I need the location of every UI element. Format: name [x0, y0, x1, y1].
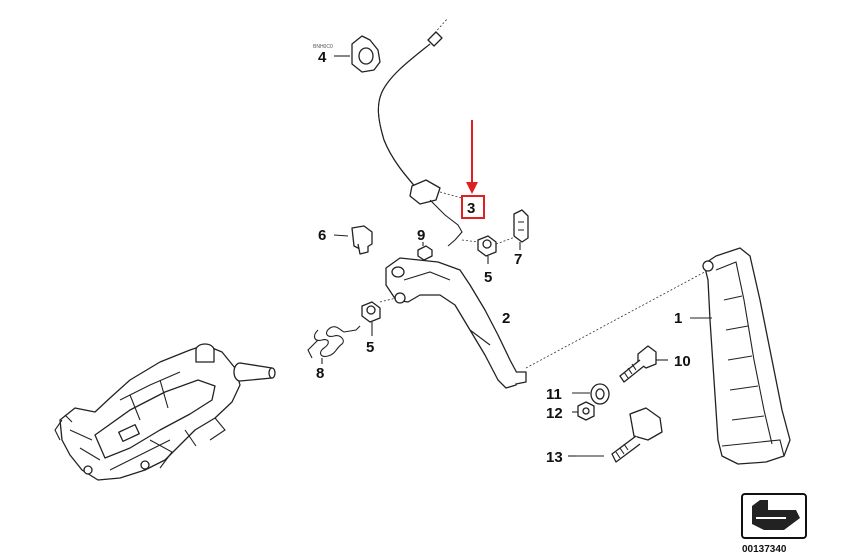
label-3: 3 — [467, 200, 475, 217]
part-11-washer — [572, 383, 610, 405]
label-8: 8 — [316, 365, 324, 382]
label-5-upper: 5 — [484, 269, 492, 286]
label-10: 10 — [674, 353, 691, 370]
label-11: 11 — [546, 386, 562, 403]
label-5-lower: 5 — [366, 339, 374, 356]
highlight-box — [461, 195, 485, 219]
part-10-bolt — [619, 345, 668, 383]
part-5-bushing-upper — [461, 235, 519, 264]
label-4: 4 — [318, 49, 327, 66]
reference-icon — [752, 500, 800, 530]
label-12: 12 — [546, 405, 563, 422]
label-13: 13 — [546, 449, 563, 466]
label-1: 1 — [674, 310, 682, 327]
pedal-bracket-assembly — [54, 343, 276, 481]
part-7-bracket-clip — [513, 209, 529, 250]
part-6-stop-buffer — [333, 225, 373, 255]
highlight-part-3: 3 — [461, 120, 485, 219]
part-1-accelerator-pedal — [525, 247, 791, 465]
part-3-accelerator-cable — [377, 17, 463, 247]
part-9-bushing — [417, 242, 433, 261]
label-6: 6 — [318, 227, 326, 244]
part-labels: 4 6 9 5 7 2 5 8 1 10 11 12 13 — [316, 49, 691, 466]
reference-badge: 00137340 — [741, 493, 807, 555]
reference-number: 00137340 — [742, 544, 787, 555]
label-7: 7 — [514, 251, 522, 268]
label-9: 9 — [417, 227, 425, 244]
part-8-return-spring — [307, 325, 361, 364]
label-2: 2 — [502, 310, 510, 327]
part-12-nut — [572, 401, 595, 421]
svg-text:BNH0C0: BNH0C0 — [313, 44, 333, 50]
part-13-pivot-bolt — [568, 407, 663, 463]
part-2-pedal-lever — [379, 257, 527, 389]
part-4-clip: BNH0C0 — [313, 35, 381, 73]
part-5-bushing-lower — [361, 301, 381, 336]
